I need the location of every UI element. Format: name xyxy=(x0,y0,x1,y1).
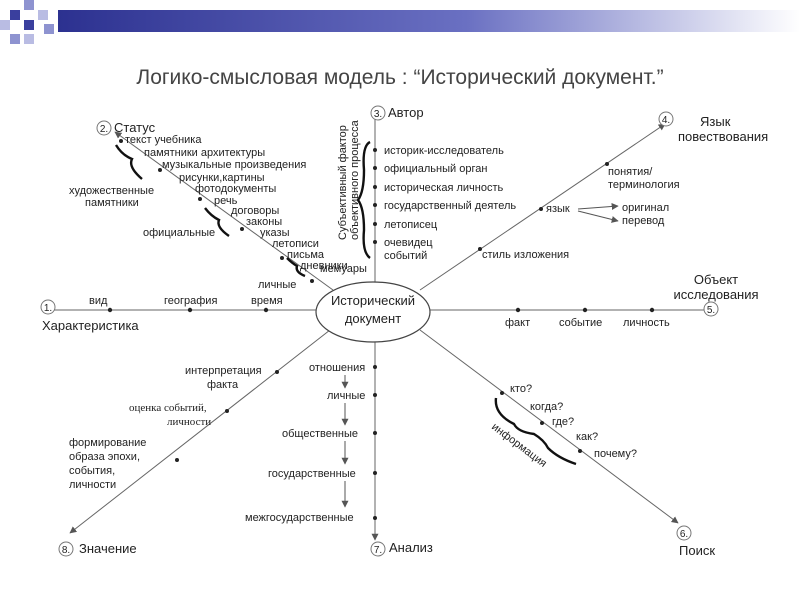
meaning-item: интерпретация xyxy=(185,365,262,377)
status-item: музыкальные произведения xyxy=(162,159,306,171)
status-item: летописи xyxy=(272,238,319,250)
search-heading: Поиск xyxy=(679,543,715,558)
axis-lines xyxy=(43,109,719,541)
search-item: где? xyxy=(552,416,574,428)
language-arrows xyxy=(577,202,619,223)
status-item: письма xyxy=(287,249,325,261)
meaning-item: личности xyxy=(69,479,116,491)
analysis-item: личные xyxy=(327,390,365,402)
axis-search-line xyxy=(419,329,679,524)
status-group-label: художественные xyxy=(69,185,154,197)
search-brace xyxy=(494,397,577,466)
status-item: указы xyxy=(260,227,290,239)
meaning-item: формирование xyxy=(69,437,146,449)
characteristic-item: география xyxy=(164,295,217,307)
meaning-heading: Значение xyxy=(79,541,137,556)
language-item: язык xyxy=(546,203,570,215)
search-item: когда? xyxy=(530,401,563,413)
corner-squares-icon xyxy=(0,0,54,44)
language-heading-2: повествования xyxy=(678,129,768,144)
status-item: речь xyxy=(214,195,238,207)
header-gradient xyxy=(58,10,800,32)
object-heading-1: Объект xyxy=(694,272,738,287)
language-item: понятия/ xyxy=(608,166,653,178)
author-vertical-label-2: объективного процесса xyxy=(349,119,361,240)
status-item: текст учебника xyxy=(125,134,202,146)
language-item: стиль изложения xyxy=(482,249,569,261)
characteristic-heading: Характеристика xyxy=(42,318,139,333)
author-number: 3. xyxy=(374,109,382,120)
author-item: официальный орган xyxy=(384,163,487,175)
search-number: 6. xyxy=(680,529,688,540)
status-item: фотодокументы xyxy=(195,183,276,195)
meaning-item: факта xyxy=(207,379,239,391)
characteristic-item: время xyxy=(251,295,283,307)
status-number: 2. xyxy=(100,124,108,135)
status-item: мемуары xyxy=(320,263,367,275)
analysis-heading: Анализ xyxy=(389,540,433,555)
number-circles xyxy=(40,105,719,557)
analysis-item: государственные xyxy=(268,468,356,480)
analysis-item: отношения xyxy=(309,362,365,374)
axis-dots xyxy=(107,139,655,520)
center-label-line2: документ xyxy=(345,311,401,326)
status-item: дневники xyxy=(300,260,348,272)
status-item: личные xyxy=(258,279,296,291)
analysis-item: межгосударственные xyxy=(245,512,354,524)
status-item: законы xyxy=(246,216,282,228)
search-item: как? xyxy=(576,431,598,443)
language-item: перевод xyxy=(622,215,665,227)
search-item: почему? xyxy=(594,448,637,460)
author-item: очевидец xyxy=(384,237,433,249)
author-item: событий xyxy=(384,250,427,262)
language-heading-1: Язык xyxy=(700,114,731,129)
object-item: личность xyxy=(623,317,670,329)
language-item: терминология xyxy=(608,179,680,191)
author-item: государственный деятель xyxy=(384,200,516,212)
meaning-number: 8. xyxy=(62,545,70,556)
slide-title: Логико-смысловая модель : “Исторический … xyxy=(136,66,664,89)
center-label-line1: Исторический xyxy=(331,293,415,308)
meaning-item: личности xyxy=(167,416,211,428)
language-item: оригинал xyxy=(622,202,669,214)
status-group-label: официальные xyxy=(143,227,215,239)
center-node xyxy=(315,281,431,343)
author-brace xyxy=(356,140,371,259)
analysis-number: 7. xyxy=(374,545,382,556)
status-group-label: памятники xyxy=(85,197,139,209)
language-number: 4. xyxy=(662,115,670,126)
axis-status-line xyxy=(114,131,334,291)
object-item: факт xyxy=(505,317,530,329)
author-vertical-label-1: Субъективный фактор xyxy=(337,125,349,240)
author-heading: Автор xyxy=(388,105,424,120)
status-item: памятники архитектуры xyxy=(144,147,265,159)
axis-meaning-line xyxy=(69,329,331,534)
object-heading-2: исследования xyxy=(673,287,758,302)
characteristic-item: вид xyxy=(89,295,108,307)
axis-language-line xyxy=(419,123,666,291)
object-number: 5. xyxy=(707,305,715,316)
author-item: историк-исследователь xyxy=(384,145,504,157)
analysis-item: общественные xyxy=(282,428,358,440)
author-item: летописец xyxy=(384,219,438,231)
search-item: кто? xyxy=(510,383,532,395)
meaning-item: оценка событий, xyxy=(129,402,207,414)
author-item: историческая личность xyxy=(384,182,503,194)
meaning-item: события, xyxy=(69,465,115,477)
object-item: событие xyxy=(559,317,602,329)
status-braces xyxy=(114,144,306,278)
status-item: договоры xyxy=(231,205,279,217)
status-heading: Статус xyxy=(114,120,156,135)
meaning-item: образа эпохи, xyxy=(69,451,140,463)
status-item: рисунки,картины xyxy=(179,172,265,184)
characteristic-number: 1. xyxy=(44,303,52,314)
header-bar xyxy=(0,0,800,44)
